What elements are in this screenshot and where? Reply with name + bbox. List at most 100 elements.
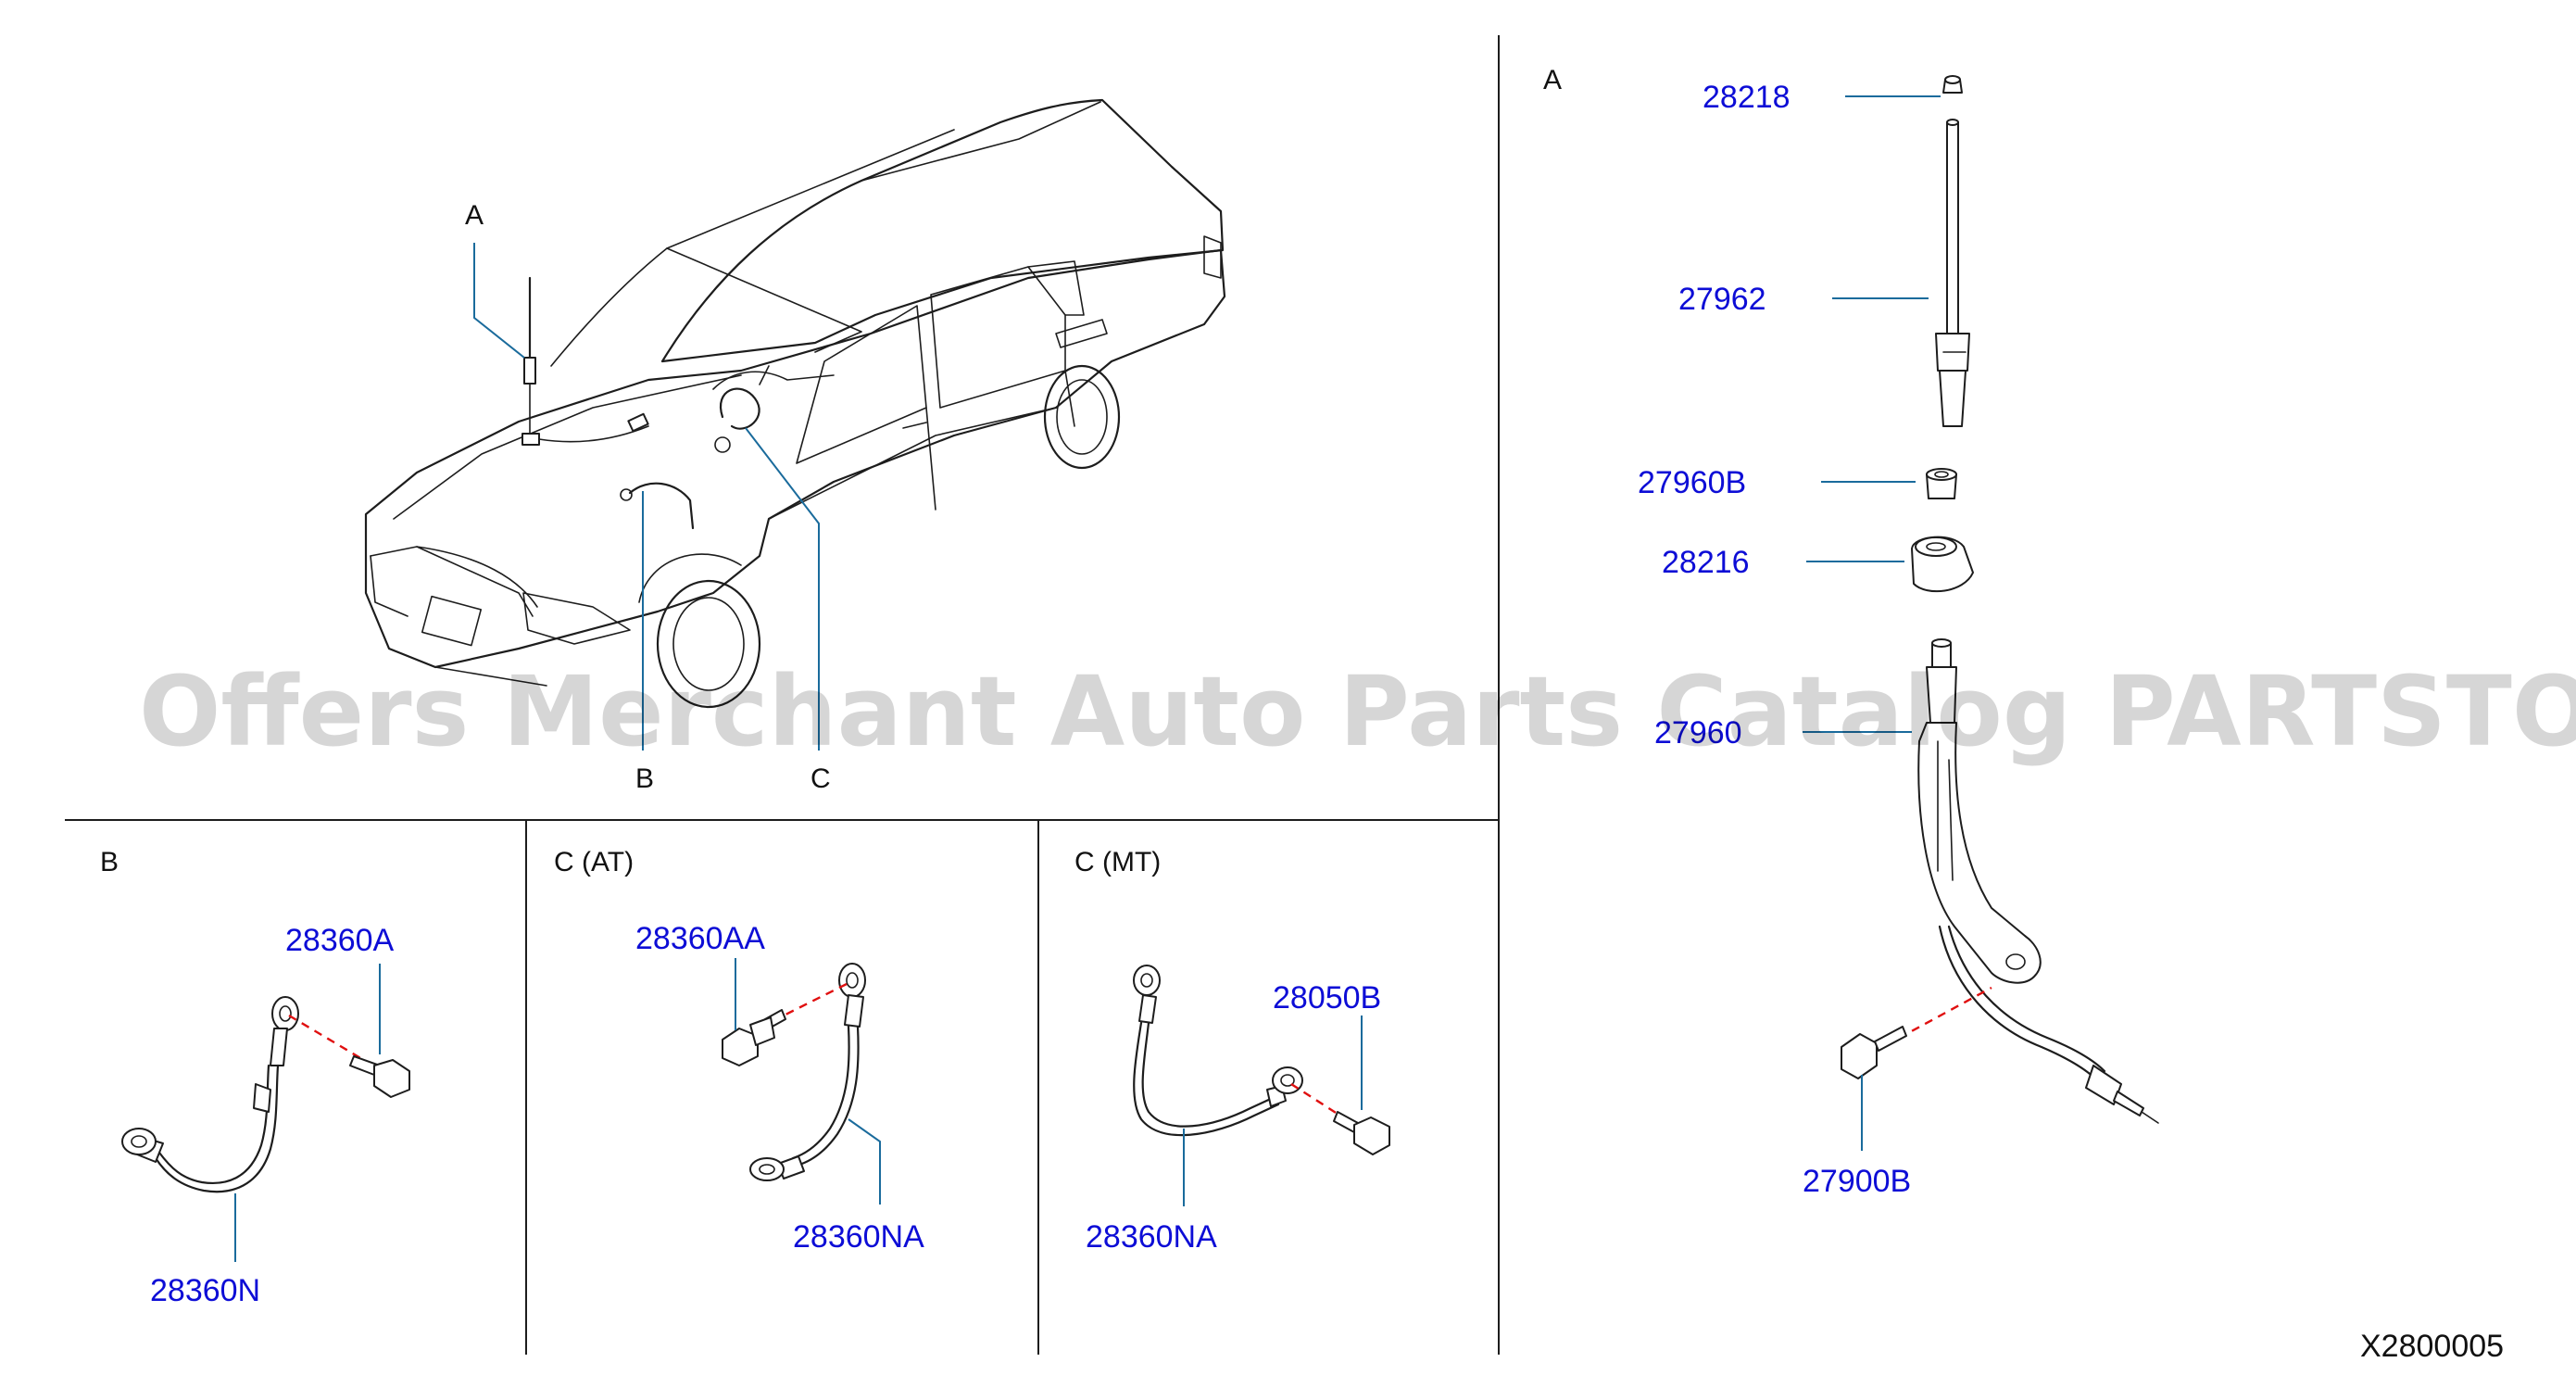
antenna-bracket	[1917, 722, 2042, 984]
car-door-seam-1	[925, 407, 936, 511]
bolt-28360aa-washer	[749, 1016, 775, 1046]
strap-b-cable-b	[157, 1064, 270, 1184]
antenna-bracket-hole	[2005, 953, 2026, 970]
car-door-handle	[902, 422, 927, 429]
car-front-arch	[638, 553, 742, 603]
strap-at-bottom-crimp	[777, 1155, 805, 1179]
car-roof-outline	[660, 98, 1225, 363]
antenna-feeder-cable	[1947, 925, 2106, 1073]
part-28050b[interactable]: 28050B	[1273, 980, 1381, 1015]
car-front-wheel	[656, 579, 761, 709]
car-door-seam-2	[1064, 370, 1075, 427]
strap-at-top-eye	[838, 963, 866, 998]
car-strap-c-eye	[714, 436, 731, 453]
strap-mt-bottom-eye	[1272, 1066, 1303, 1094]
callout-a-leader	[473, 243, 525, 359]
antenna-bushing-hole	[1934, 471, 1949, 478]
antenna-cap-top	[1944, 75, 1961, 84]
strap-mt-bottom-hole	[1280, 1074, 1295, 1087]
car-quarter-window	[1027, 260, 1085, 316]
strap-at-cable	[795, 1025, 860, 1167]
panel-frames	[65, 35, 1500, 1355]
strap-at-bottom-hole	[759, 1164, 775, 1175]
antenna-bushing-top	[1926, 468, 1957, 481]
strap-b-cable	[154, 1064, 280, 1193]
car-strap-c-mount	[759, 365, 770, 385]
car-strap-c-cable	[712, 371, 835, 390]
part-28216[interactable]: 28216	[1662, 545, 1750, 580]
antenna-feeder-plug	[2113, 1091, 2144, 1116]
part-28360a[interactable]: 28360A	[285, 923, 395, 958]
strap-b-top-crimp	[270, 1028, 288, 1066]
car-windshield-top	[666, 129, 955, 249]
panel-c-at-title: C (AT)	[554, 847, 634, 877]
antenna-grommet-hole	[1926, 542, 1946, 551]
car-strap-c	[720, 387, 760, 430]
callout-a-label: A	[465, 200, 484, 231]
bolt-28050b-head	[1353, 1116, 1390, 1155]
car-antenna-base	[523, 357, 536, 385]
strap-b-top-hole	[279, 1005, 292, 1022]
part-28360aa[interactable]: 28360AA	[635, 921, 765, 956]
bolt-28360a-head	[373, 1059, 410, 1098]
car-front-window	[796, 305, 927, 464]
car-illustration	[364, 98, 1226, 709]
antenna-base-tip-top	[1931, 638, 1952, 648]
panel-c-at: C (AT) 28360AA 28360NA	[554, 847, 924, 1255]
strap-at-top-crimp	[844, 994, 864, 1028]
bolt-28360aa-head	[722, 1028, 759, 1066]
car-roof-line	[861, 101, 1101, 182]
panel-a: A 28218 27962 27960B 28216	[1543, 65, 2159, 1199]
car-bumper	[388, 648, 547, 687]
part-28360n[interactable]: 28360N	[150, 1273, 260, 1308]
car-body-outline	[364, 248, 1226, 669]
strap-mt-top-crimp	[1138, 994, 1157, 1024]
antenna-feeder-cable-b	[1938, 925, 2099, 1082]
callout-b-label: B	[635, 763, 654, 794]
strap-b-top-eye	[271, 996, 299, 1031]
antenna-grommet-top	[1915, 536, 1957, 557]
part-27900b[interactable]: 27900B	[1803, 1164, 1911, 1199]
strap-mt-cable-b	[1133, 1021, 1280, 1137]
strap-mt-top-hole	[1140, 973, 1153, 988]
car-grille-top	[370, 546, 534, 617]
part-27960[interactable]: 27960	[1654, 715, 1742, 751]
car-strap-b-eye	[620, 488, 633, 501]
antenna-rod	[1946, 121, 1959, 334]
part-28218[interactable]: 28218	[1703, 80, 1791, 115]
antenna-feeder-boot	[2085, 1065, 2122, 1105]
car-hood-line	[393, 374, 742, 520]
panel-b-title: B	[100, 847, 119, 877]
antenna-rod-tip	[1946, 119, 1959, 126]
part-28360na-mt[interactable]: 28360NA	[1086, 1219, 1217, 1255]
strap-mt-top-eye	[1133, 965, 1161, 996]
part-28360na-at[interactable]: 28360NA	[793, 1219, 924, 1255]
car-callouts: A B C	[465, 200, 831, 794]
strap-at-top-hole	[846, 972, 859, 989]
car-rear-wheel-rim	[1056, 379, 1108, 455]
car-antenna-connector	[627, 412, 649, 433]
watermark-text: Offers Merchant Auto Parts Catalog PARTS…	[139, 655, 2576, 768]
car-windshield	[550, 247, 862, 367]
car-front-wheel-rim	[672, 597, 745, 691]
panel-a-title: A	[1543, 65, 1562, 95]
bolt-27900b-head	[1841, 1033, 1878, 1079]
antenna-feeder-pin	[2141, 1111, 2159, 1124]
antenna-bracket-rib-2	[1948, 759, 1954, 881]
strap-mt-cable	[1141, 1021, 1276, 1128]
part-27960b[interactable]: 27960B	[1638, 465, 1746, 500]
car-sill-line	[768, 407, 1057, 520]
part-27962[interactable]: 27962	[1678, 282, 1766, 317]
strap-b-bottom-eye	[121, 1128, 157, 1155]
car-antenna-cable	[538, 425, 649, 443]
car-left-headlight	[370, 555, 408, 617]
panel-c-mt-title: C (MT)	[1074, 847, 1161, 877]
car-strap-b	[628, 482, 695, 530]
car-hood-crease	[416, 546, 538, 608]
car-rear-window	[930, 266, 1066, 409]
antenna-rod-thread	[1939, 370, 1967, 427]
callout-c-leader	[745, 427, 820, 751]
strap-at-cable-b	[791, 1025, 850, 1160]
